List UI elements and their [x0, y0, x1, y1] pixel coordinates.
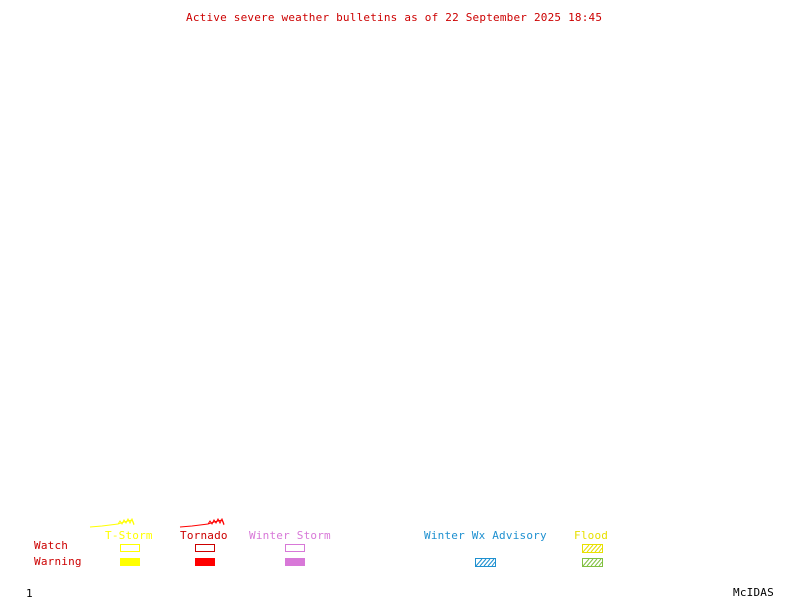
legend-row-watch: Watch [34, 539, 69, 552]
tstorm-warning-swatch [120, 558, 140, 566]
winter-storm-warning-swatch [285, 558, 305, 566]
legend-row-warning: Warning [34, 555, 82, 568]
legend-label-winter-wx-advisory: Winter Wx Advisory [424, 529, 547, 542]
winter-wx-advisory-swatch [475, 558, 496, 567]
tstorm-watch-swatch [120, 544, 140, 552]
frame-number: 1 [26, 587, 33, 600]
bulletin-title: Active severe weather bulletins as of 22… [186, 11, 603, 24]
tstorm-squiggle-icon [89, 518, 135, 528]
tornado-watch-swatch [195, 544, 215, 552]
flood-watch-swatch [582, 544, 603, 553]
legend-label-tornado: Tornado [180, 529, 228, 542]
tornado-warning-swatch [195, 558, 215, 566]
legend-label-tstorm: T-Storm [105, 529, 153, 542]
tornado-squiggle-icon [179, 518, 225, 528]
legend-label-winter-storm: Winter Storm [249, 529, 331, 542]
mcidas-brand: McIDAS [733, 586, 774, 599]
legend-label-flood: Flood [574, 529, 609, 542]
winter-storm-watch-swatch [285, 544, 305, 552]
flood-warning-swatch [582, 558, 603, 567]
